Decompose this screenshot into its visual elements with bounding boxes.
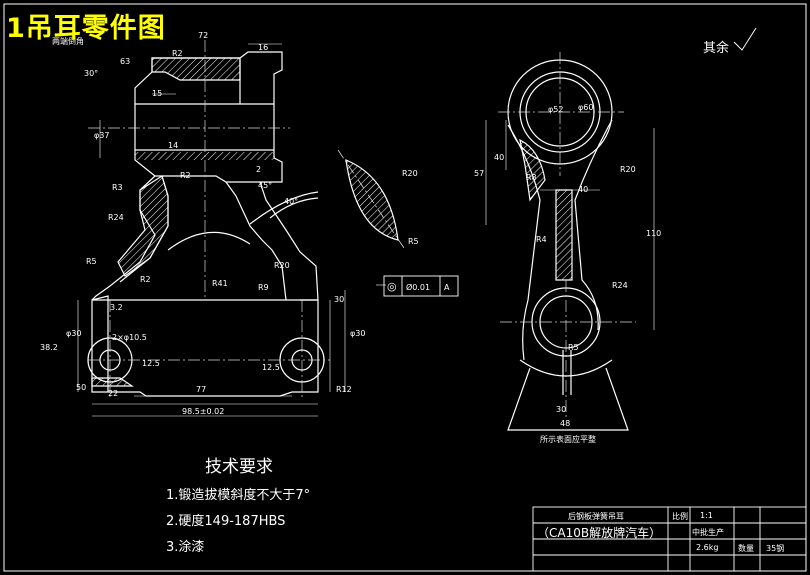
r2-mid-label: R2 [180,171,191,180]
tolerance-frame [383,275,459,297]
r9-label: R9 [258,283,269,292]
tolerance-value: Ø0.01 [406,282,430,292]
len-63-label: 63 [120,57,130,66]
r2-low-label: R2 [140,275,151,284]
len-77-label: 77 [196,385,206,394]
title-block-scale-label: 比例 [672,512,688,521]
r5-section-label: R5 [408,237,419,246]
tolerance-datum: A [444,283,450,292]
len-48-label: 48 [560,419,570,428]
r4-label: R4 [536,235,547,244]
section-view [337,149,405,249]
roughness-symbol [733,27,757,51]
len-30-label: 30 [334,295,344,304]
len-30-right-label: 30 [556,405,566,414]
len-15-label: 15 [152,89,162,98]
len-12-label: 12.5 [142,359,160,368]
dimension-labels: 两端倒角 30° 63 72 16 R2 15 14 φ37 R3 R2 R24… [40,31,661,444]
r3-label: R3 [112,183,123,192]
r24-label: R24 [108,213,124,222]
drawing-border [3,3,807,572]
r41-label: R41 [212,279,228,288]
len-110-label: 110 [646,229,661,238]
len-12b-label: 12.5 [262,363,280,372]
centerlines-left [88,40,330,400]
centerlines-right [498,52,636,420]
len-38-label: 38.2 [40,343,58,352]
r20-section-label: R20 [402,169,418,178]
len-2-label: 2 [256,165,261,174]
concentricity-symbol: ◎ [387,280,397,293]
chamfer-note-top: 两端倒角 [52,36,84,46]
front-view [87,51,325,397]
surface-note: 其余 [703,41,730,56]
title-block [532,506,807,572]
r5-low-label: R5 [568,343,579,352]
len-32-label: 3.2 [110,303,123,312]
dia-37-label: φ37 [94,131,109,140]
title-block-vehicle: （CA10B解放牌汽车） [537,526,662,540]
r12-label: R12 [336,385,352,394]
holes-label: 2×φ10.5 [112,333,147,342]
len-50-label: 50 [76,383,86,392]
angle-45-label: 45° [258,181,272,190]
title-block-weight: 2.6kg [696,543,719,552]
r8-label: R8 [526,173,537,182]
len-40-mid-label: 40 [578,185,588,194]
title-block-scale: 1:1 [700,511,713,520]
r2-top-label: R2 [172,49,183,58]
len-14-label: 14 [168,141,178,150]
r20-right-label: R20 [620,165,636,174]
dia-30-left-label: φ30 [66,329,81,338]
drawing-title: 1吊耳零件图 [6,13,166,44]
title-block-part-name: 后钢板弹簧吊耳 [568,512,624,521]
tech-req-heading: 技术要求 [205,457,273,477]
title-block-production: 中批生产 [692,528,724,537]
len-40-left-label: 40 [494,153,504,162]
dimensions-right [485,120,655,431]
len-16-label: 16 [258,43,268,52]
len-22-label: 22 [108,389,118,398]
len-57-label: 57 [474,169,484,178]
title-block-qty: 数量 [738,544,754,553]
title-block-material: 35钢 [766,544,785,553]
tech-req-item: 2.硬度149-187HBS [166,514,286,529]
r24-right-label: R24 [612,281,628,290]
dia-60-label: φ60 [578,103,593,112]
r20-label: R20 [274,261,290,270]
bottom-note: 所示表面应平整 [540,434,596,444]
tech-req-item: 3.涂漆 [166,540,205,555]
side-view [507,59,629,431]
len-72-label: 72 [198,31,208,40]
r5-label: R5 [86,257,97,266]
angle-30-label: 30° [84,69,98,78]
tech-req-item: 1.锻造拔模斜度不大于7° [166,488,311,503]
dimensions-left [77,43,386,417]
dia-52-label: φ52 [548,105,563,114]
angle-40-label: 40° [284,197,298,206]
dia-30-right-label: φ30 [350,329,365,338]
len-98-label: 98.5±0.02 [182,407,224,416]
